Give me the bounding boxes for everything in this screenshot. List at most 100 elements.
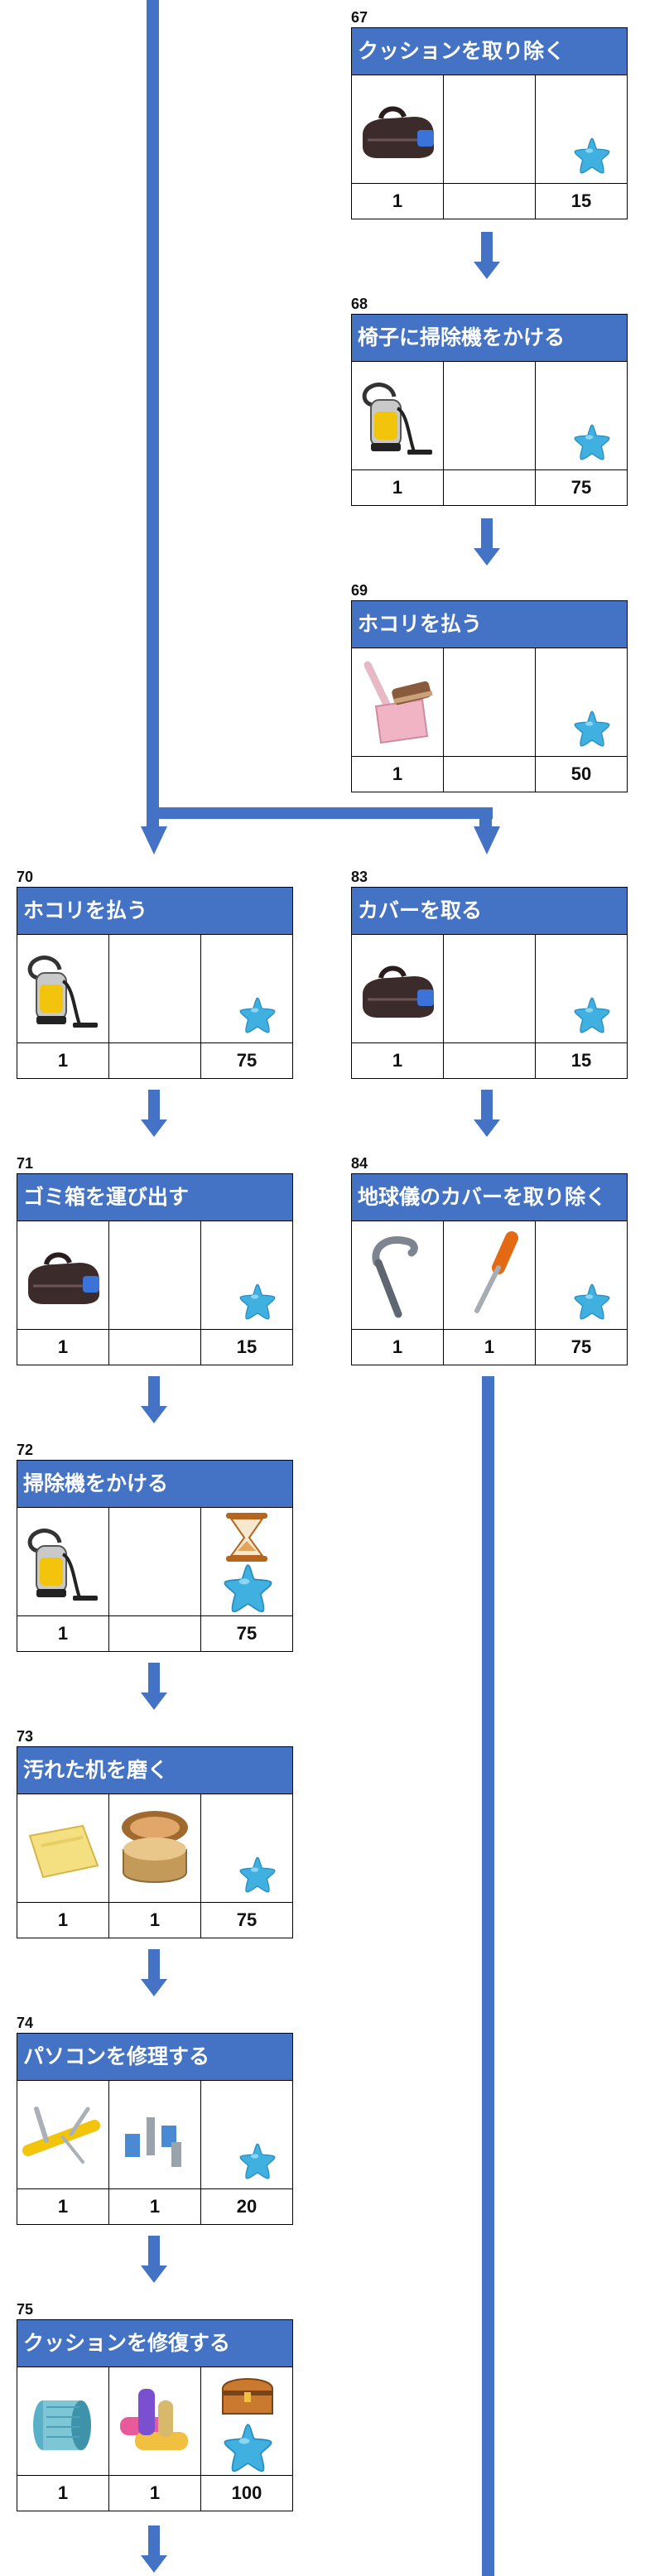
fabric-rolls-icon (120, 2389, 188, 2450)
item-cell (444, 362, 536, 469)
item-count: 15 (570, 190, 592, 211)
quest-title: ホコリを払う (17, 888, 292, 935)
item-count (444, 184, 536, 219)
item-count: 1 (109, 2189, 201, 2224)
item-count (109, 1616, 201, 1651)
item-cell (17, 1794, 109, 1902)
item-count: 1 (352, 1330, 444, 1365)
quest-title: ゴミ箱を運び出す (17, 1174, 292, 1221)
quest-number: 73 (17, 1728, 34, 1745)
quest-title: カバーを取る (352, 888, 627, 935)
item-cell (109, 935, 201, 1042)
item-count: 75 (236, 1050, 258, 1071)
quest-counts-row: 1 15 (352, 184, 627, 219)
item-cell (109, 1221, 201, 1329)
item-count: 1 (109, 1903, 201, 1938)
item-count: 1 (444, 1330, 536, 1365)
quest-counts-row: 1 50 (352, 757, 627, 792)
quest-title: 椅子に掃除機をかける (352, 315, 627, 362)
quest-title: パソコンを修理する (17, 2034, 292, 2081)
item-cell (536, 362, 627, 469)
star-icon (574, 1283, 610, 1320)
arrow-down-icon (141, 1090, 167, 1137)
quest-card: ゴミ箱を運び出す 1 15 (17, 1173, 293, 1365)
item-cell (109, 2081, 201, 2188)
item-count: 1 (17, 1330, 109, 1365)
item-cell (536, 1221, 627, 1329)
item-cell (536, 648, 627, 756)
item-cell (201, 2367, 292, 2475)
item-count: 75 (570, 1336, 592, 1357)
quest-title: クッションを取り除く (352, 28, 627, 75)
flow-line-merge-drop (479, 807, 492, 828)
item-count (109, 1330, 201, 1365)
item-cell (109, 1794, 201, 1902)
quest-items-row (352, 935, 627, 1043)
bag-icon (363, 965, 434, 1018)
item-count: 75 (236, 1909, 258, 1930)
item-count: 15 (236, 1336, 258, 1357)
item-count: 1 (352, 184, 444, 219)
item-cell (444, 1221, 536, 1329)
item-count: 1 (17, 1616, 109, 1651)
quest-items-row (17, 2367, 292, 2476)
vacuum-cleaner-icon (27, 956, 98, 1028)
hourglass-star-icon (224, 1513, 272, 1612)
quest-items-row (352, 75, 627, 184)
quest-items-row (352, 648, 627, 757)
quest-number: 67 (351, 9, 368, 26)
star-icon (239, 997, 276, 1033)
star-icon (239, 1283, 276, 1320)
item-count: 1 (352, 757, 444, 792)
item-count: 50 (570, 763, 592, 784)
quest-number: 74 (17, 2015, 34, 2031)
screwdriver-icon (474, 1231, 518, 1313)
item-count: 20 (236, 2196, 258, 2217)
quest-number: 68 (351, 296, 368, 312)
quest-items-row (17, 1508, 292, 1616)
quest-number: 72 (17, 1442, 34, 1458)
quest-counts-row: 1 15 (17, 1330, 292, 1365)
dustpan-brush-icon (363, 661, 433, 744)
star-icon (574, 424, 610, 460)
item-count: 75 (570, 477, 592, 498)
polish-tin-icon (122, 1811, 188, 1883)
item-cell (17, 1221, 109, 1329)
star-icon (574, 137, 610, 174)
bag-icon (28, 1252, 99, 1304)
star-icon (239, 2143, 276, 2179)
vacuum-cleaner-icon (27, 1529, 98, 1601)
arrow-down-icon (141, 1663, 167, 1710)
item-cell (201, 1794, 292, 1902)
item-cell (536, 935, 627, 1042)
item-cell (536, 75, 627, 183)
item-count: 75 (236, 1623, 258, 1644)
quest-number: 70 (17, 869, 34, 885)
item-cell (201, 1508, 292, 1615)
star-icon (239, 1856, 276, 1893)
item-count (444, 470, 536, 505)
sponge-icon (28, 1824, 99, 1879)
quest-counts-row: 1 75 (17, 1616, 292, 1651)
item-cell (17, 2081, 109, 2188)
item-cell (352, 75, 444, 183)
quest-items-row (352, 1221, 627, 1330)
flow-line-merge (147, 807, 493, 819)
bag-icon (363, 106, 434, 158)
item-cell (352, 935, 444, 1042)
